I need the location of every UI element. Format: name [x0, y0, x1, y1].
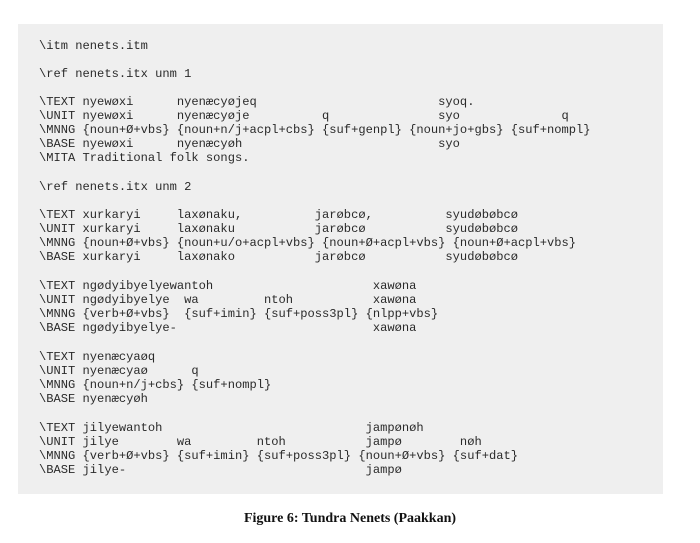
- base-line: \BASE xurkaryi laxønako jarøbcø syudøbøb…: [39, 250, 518, 264]
- unit-line: \UNIT xurkaryi laxønaku jarøbcø syudøbøb…: [39, 222, 518, 236]
- mnng-line: \MNNG {noun+Ø+vbs} {noun+n/j+acpl+cbs} {…: [39, 123, 591, 137]
- unit-line: \UNIT jilye wa ntoh jampø nøh: [39, 435, 482, 449]
- base-line: \BASE ngødyibyelye- xawøna: [39, 321, 417, 335]
- base-line: \BASE nyewøxi nyenæcyøh syo: [39, 137, 460, 151]
- text-line: \TEXT nyewøxi nyenæcyøjeq syoq.: [39, 95, 475, 109]
- text-line: \TEXT ngødyibyelyewantoh xawøna: [39, 279, 417, 293]
- mnng-line: \MNNG {verb+Ø+vbs} {suf+imin} {suf+poss3…: [39, 449, 518, 463]
- mita-line: \MITA Traditional folk songs.: [39, 151, 250, 165]
- unit-line: \UNIT ngødyibyelye wa ntoh xawøna: [39, 293, 417, 307]
- interlinear-gloss-block: \itm nenets.itm \ref nenets.itx unm 1 \T…: [18, 24, 663, 494]
- unit-line: \UNIT nyenæcyaø q: [39, 364, 199, 378]
- mnng-line: \MNNG {noun+Ø+vbs} {noun+u/o+acpl+vbs} {…: [39, 236, 577, 250]
- ref-line: \ref nenets.itx unm 1: [39, 67, 192, 81]
- ref-line: \ref nenets.itx unm 2: [39, 180, 192, 194]
- mnng-line: \MNNG {verb+Ø+vbs} {suf+imin} {suf+poss3…: [39, 307, 439, 321]
- base-line: \BASE nyenæcyøh: [39, 392, 148, 406]
- text-line: \TEXT jilyewantoh jampønøh: [39, 421, 424, 435]
- text-line: \TEXT xurkaryi laxønaku, jarøbcø, syudøb…: [39, 208, 518, 222]
- base-line: \BASE jilye- jampø: [39, 463, 402, 477]
- unit-line: \UNIT nyewøxi nyenæcyøje q syo q: [39, 109, 569, 123]
- mnng-line: \MNNG {noun+n/j+cbs} {suf+nompl}: [39, 378, 272, 392]
- itm-line: \itm nenets.itm: [39, 39, 148, 53]
- figure-caption: Figure 6: Tundra Nenets (Paakkan): [243, 511, 457, 526]
- text-line: \TEXT nyenæcyaøq: [39, 350, 156, 364]
